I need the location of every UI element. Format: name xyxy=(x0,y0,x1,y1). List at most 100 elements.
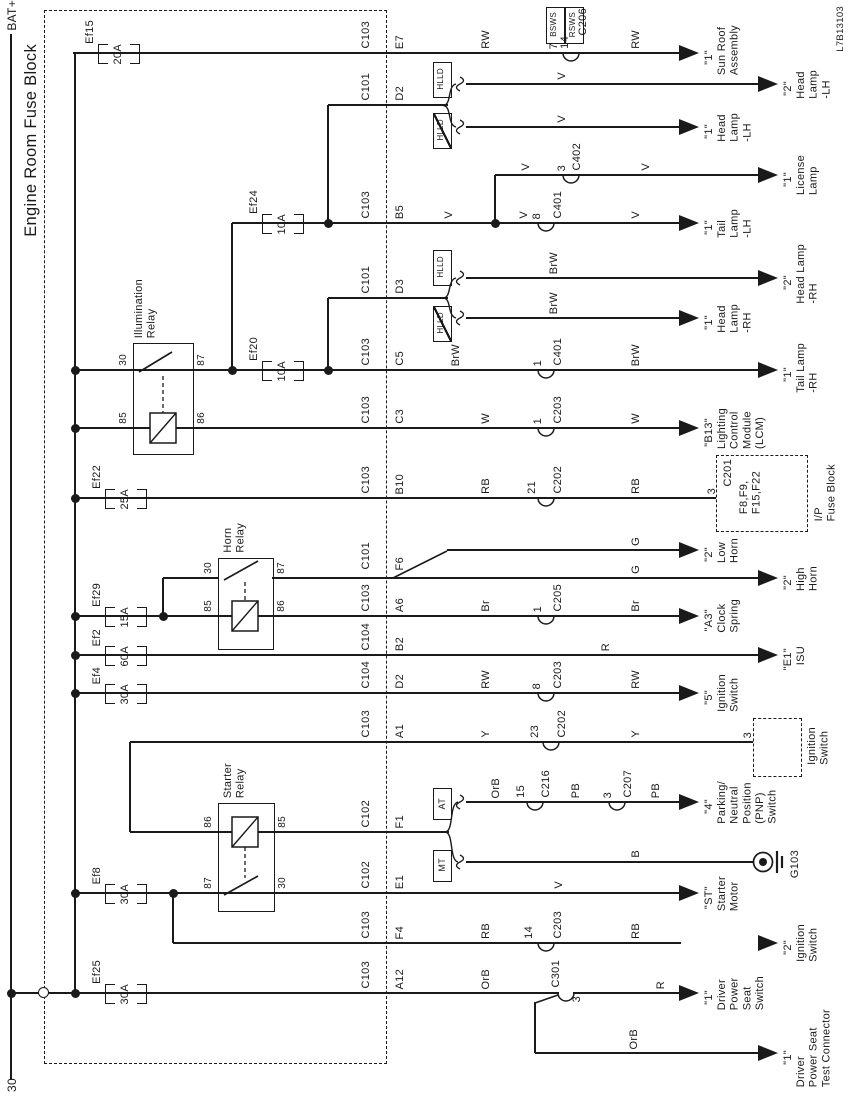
wire-color-label: BrW xyxy=(630,344,642,367)
fuse-amp: 60A xyxy=(119,646,131,667)
target-pin: "1" xyxy=(703,49,715,65)
pin-label: 3 xyxy=(556,165,568,172)
connector-label: C206 xyxy=(577,8,589,36)
wire-horizontal xyxy=(495,174,760,176)
connector-label: C103 xyxy=(360,584,372,612)
target-pin: "2" xyxy=(782,80,794,96)
wire-horizontal xyxy=(75,991,559,995)
wire-color-label: W xyxy=(630,413,642,424)
pin-label: 1 xyxy=(532,360,544,367)
relay-box xyxy=(133,343,194,455)
pin-label: D3 xyxy=(394,279,406,294)
connector-label: C203 xyxy=(552,661,564,689)
wire-horizontal xyxy=(75,369,760,371)
bus-label-30: 30 xyxy=(5,1078,19,1092)
connector-label: C103 xyxy=(360,21,372,49)
target-pin: "ST" xyxy=(703,885,715,909)
relay-label: Illumination Relay xyxy=(133,279,158,339)
option-squiggle xyxy=(455,270,465,286)
inline-connector-arc xyxy=(537,427,555,437)
wire-color-label: G xyxy=(630,565,642,574)
pin-label: F6 xyxy=(394,557,406,571)
pin-label: C3 xyxy=(394,409,406,424)
target-pin: "A3" xyxy=(703,609,715,632)
wire-horizontal xyxy=(75,891,681,895)
inline-connector-arc xyxy=(526,801,544,811)
wire-color-label: V xyxy=(556,115,568,123)
connector-label: C103 xyxy=(360,191,372,219)
pin-label: A6 xyxy=(394,598,406,613)
wire-horizontal xyxy=(328,104,448,106)
target-label: Clock Spring xyxy=(716,599,741,633)
pin-label: 14 xyxy=(559,36,571,49)
fuse-bracket xyxy=(105,684,115,704)
wire-vertical xyxy=(327,298,329,370)
junction-dot xyxy=(6,988,16,998)
inline-connector-arc xyxy=(562,52,580,62)
fuse-bracket xyxy=(137,607,147,627)
pin-label: B2 xyxy=(394,637,406,652)
relay-label: Horn Relay xyxy=(222,523,247,553)
target-label: Lighting Control Module (LCM) xyxy=(716,407,766,449)
target-label: Low Horn xyxy=(716,537,741,563)
fuse-bracket xyxy=(105,646,115,666)
target-label: Parking/ Neutral Position (PNP) Switch xyxy=(716,780,779,824)
wire-diagonal xyxy=(534,994,559,1004)
connector-label: C101 xyxy=(360,266,372,294)
connector-label: C301 xyxy=(550,960,562,988)
junction-dot xyxy=(70,493,80,503)
option-label: HLLD xyxy=(436,68,445,90)
direction-arrowhead xyxy=(679,215,699,231)
wire-horizontal xyxy=(75,426,681,430)
wire-horizontal xyxy=(466,277,760,279)
target-label: High Horn xyxy=(795,565,820,591)
pin-label: 3 xyxy=(571,996,583,1003)
connector-label: C103 xyxy=(360,911,372,939)
junction-dot xyxy=(227,365,237,375)
target-label: License Lamp xyxy=(795,155,820,196)
junction-dot xyxy=(70,365,80,375)
direction-arrowhead xyxy=(679,45,699,61)
option-label: BSWS xyxy=(549,11,558,37)
option-squiggle xyxy=(455,854,465,870)
relay-pin: 85 xyxy=(203,600,214,612)
direction-arrowhead xyxy=(679,420,699,436)
wire-color-label: V xyxy=(556,72,568,80)
fuse-bracket xyxy=(137,684,147,704)
wire-vertical xyxy=(327,105,329,223)
option-squiggle xyxy=(455,310,465,326)
relay-pin: 30 xyxy=(118,354,129,366)
relay-pin: 86 xyxy=(196,412,207,424)
target-label: Tail Lamp -RH xyxy=(795,343,820,393)
wire-vertical xyxy=(129,742,131,832)
fuse-amp: 25A xyxy=(119,489,131,510)
pin-label: E7 xyxy=(394,35,406,50)
direction-arrowhead xyxy=(679,885,699,901)
wire-color-label: PB xyxy=(650,783,662,799)
junction-dot xyxy=(158,611,168,621)
wire-color-label: RB xyxy=(630,923,642,939)
pin-label: C5 xyxy=(394,351,406,366)
connector-label: C103 xyxy=(360,961,372,989)
target-pin: "2" xyxy=(782,274,794,290)
wire-color-label: RB xyxy=(480,478,492,494)
fuse-bracket xyxy=(137,489,147,509)
target-label: Head Lamp -LH xyxy=(716,112,754,142)
target-label: Starter Motor xyxy=(716,875,741,911)
wire-horizontal xyxy=(75,691,681,695)
wire-color-label: Br xyxy=(480,600,492,612)
wire-color-label: V xyxy=(443,211,455,219)
connector-label: C104 xyxy=(360,661,372,689)
fuse-amp: 10A xyxy=(276,361,288,382)
pin-label: F1 xyxy=(394,815,406,829)
fuse-amp: 30A xyxy=(119,884,131,905)
fuse-bracket xyxy=(105,607,115,627)
target-label: Ignition Switch xyxy=(806,727,831,765)
target-label: Head Lamp -RH xyxy=(716,303,754,333)
direction-arrowhead xyxy=(679,608,699,624)
wire-color-label: B xyxy=(630,850,642,858)
target-label: Driver Power Seat Test Connector xyxy=(795,1009,833,1088)
wire-color-label: Y xyxy=(480,730,492,738)
wire-color-label: R xyxy=(655,981,667,990)
target-label: Ignition Switch xyxy=(795,924,820,962)
